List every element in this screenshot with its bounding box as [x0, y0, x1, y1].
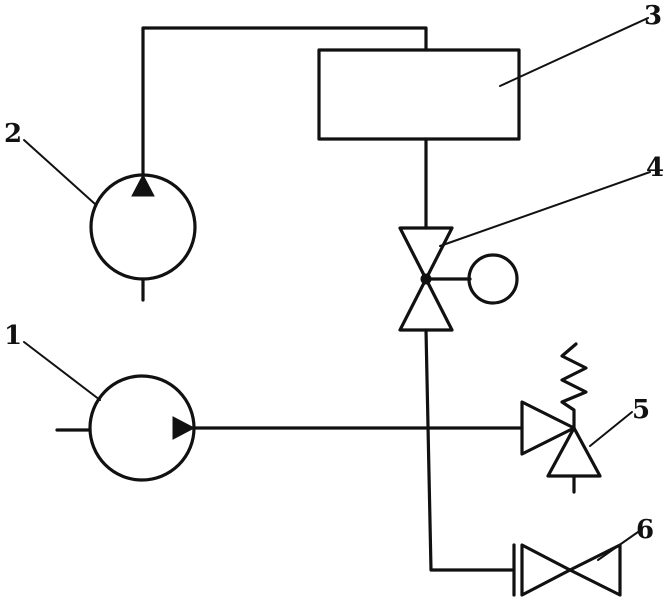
pipe-valve4-to-valve6: [424, 328, 516, 572]
label-1: 1: [4, 321, 22, 351]
valve-4-lower-triangle: [398, 277, 454, 332]
tank-3: [317, 48, 521, 141]
valve-4: [398, 226, 519, 332]
valve-5-spring-icon: [560, 342, 588, 430]
pipe-lines: [141, 26, 524, 572]
pump-2-arrow-icon: [131, 173, 155, 197]
leader-6: [597, 531, 639, 561]
leader-5: [589, 411, 633, 447]
leader-lines: [23, 17, 651, 561]
label-4: 4: [646, 153, 664, 183]
valve-6-left-triangle: [520, 543, 572, 597]
valve-6-right-triangle: [568, 543, 622, 597]
valve-4-upper-triangle: [398, 226, 454, 281]
label-2: 2: [4, 119, 22, 149]
component-labels: 2 3 4 1 5 6: [4, 1, 664, 545]
leader-3: [499, 17, 649, 87]
relief-valve-5: [520, 342, 602, 494]
valve-5-left-triangle: [520, 400, 576, 456]
leader-1: [23, 341, 101, 401]
valve-4-float-icon: [467, 253, 519, 305]
pump-1-arrow-icon: [172, 416, 196, 440]
valve-5-lower-triangle: [546, 426, 602, 478]
leader-2: [23, 139, 96, 205]
pump-1: [55, 374, 196, 482]
tank-rect: [317, 48, 521, 141]
label-3: 3: [644, 1, 662, 31]
leader-4: [439, 171, 651, 247]
pump-2: [89, 173, 197, 302]
pipe-pump2-to-tank: [141, 26, 428, 177]
label-6: 6: [636, 515, 654, 545]
label-5: 5: [632, 395, 650, 425]
valve-6: [512, 543, 622, 597]
